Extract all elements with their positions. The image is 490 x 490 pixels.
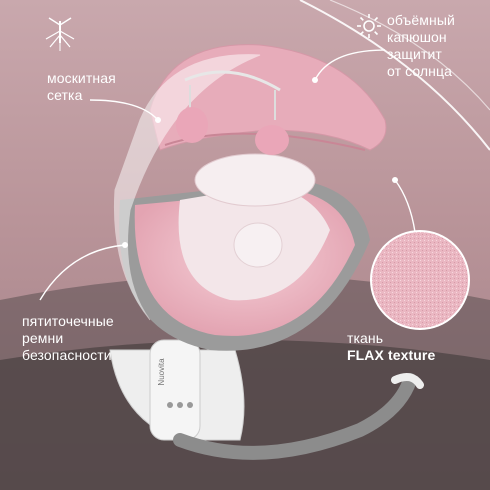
brand-logo: Nuovita — [157, 358, 166, 386]
label-line: защитит — [387, 46, 442, 62]
callout-dot — [155, 117, 161, 123]
brand-plate — [158, 350, 170, 390]
label-line: ремни — [22, 330, 64, 346]
callout-dot — [392, 177, 398, 183]
callout-line-hood — [314, 49, 386, 81]
swing-leg — [173, 373, 417, 460]
label-line: сетка — [47, 87, 83, 103]
toy-arch — [184, 70, 281, 92]
label-belts: пятиточечные ремни безопасности — [22, 313, 114, 364]
label-line: FLAX texture — [347, 347, 436, 363]
label-fabric: ткань FLAX texture — [347, 330, 435, 364]
hanging-toy — [176, 107, 208, 143]
label-hood: объёмный капюшон защитит от солнца — [387, 12, 455, 80]
control-column — [149, 339, 201, 441]
harness-pad — [233, 222, 283, 268]
hanging-toy — [255, 125, 289, 155]
decor-arc — [329, 0, 490, 111]
leg-cap — [391, 372, 424, 389]
label-line: безопасности — [22, 347, 112, 363]
label-line: капюшон — [387, 29, 447, 45]
label-line: объёмный — [387, 12, 455, 28]
control-dot — [167, 402, 173, 408]
callout-line-belts — [39, 244, 126, 301]
callout-dot — [122, 242, 128, 248]
decor-arc — [299, 0, 490, 151]
fabric-swatch — [370, 230, 470, 330]
callout-line-net — [89, 99, 159, 121]
label-line: пятиточечные — [22, 313, 114, 329]
label-line: ткань — [347, 330, 384, 346]
control-dot — [177, 402, 183, 408]
label-line: от солнца — [387, 63, 453, 79]
callout-line-fabric — [394, 179, 416, 233]
sun-icon — [357, 14, 381, 38]
mosquito-icon — [45, 17, 75, 51]
label-line: москитная — [47, 70, 116, 86]
head-pillow — [194, 153, 316, 207]
mosquito-net — [113, 54, 261, 321]
control-dot — [187, 402, 193, 408]
callout-dot — [312, 77, 318, 83]
label-mosquito-net: москитная сетка — [47, 70, 116, 104]
